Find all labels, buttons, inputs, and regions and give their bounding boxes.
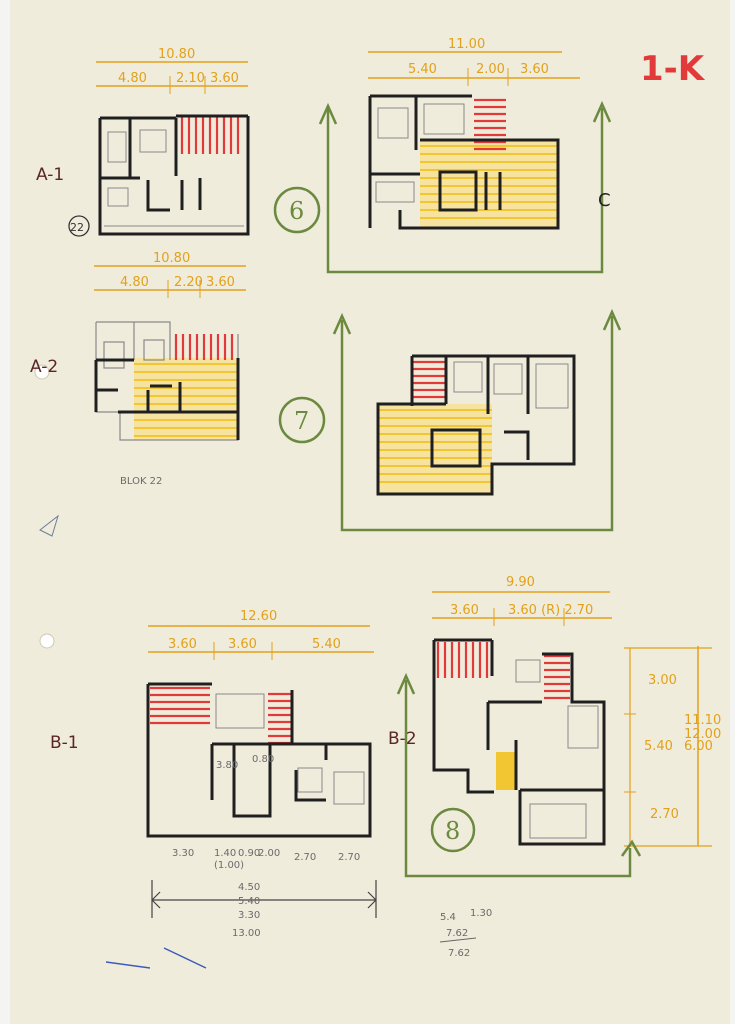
plan-b2-dim-total: 9.90 bbox=[506, 575, 535, 590]
plan-6-number: 6 bbox=[289, 197, 304, 225]
plan-6-arrow-frame bbox=[326, 108, 604, 274]
plan-b2-side-dim-1: 3.00 bbox=[648, 673, 677, 688]
plan-a1-dim-2: 2.10 bbox=[176, 71, 205, 86]
plan-b1-calc-1: 4.50 bbox=[238, 882, 260, 893]
plan-b2-yellow-strip bbox=[496, 752, 516, 790]
plan-b1-bottom-dim-4: 2.00 bbox=[258, 848, 280, 859]
note-calc-3: 7.62 bbox=[446, 928, 468, 939]
plan-b1-dim-1: 3.60 bbox=[168, 637, 197, 652]
plan-b2: B-2 9.90 3.60 3.60 (R) 2.70 3.00 5.40 2.… bbox=[388, 575, 721, 878]
plan-b1-bottom-dim-2: 1.40 bbox=[214, 848, 236, 859]
plan-b1-calc-3: 3.30 bbox=[238, 910, 260, 921]
plan-b1-dim-2: 3.60 bbox=[228, 637, 257, 652]
plan-b1-bottom-dim-6: 2.70 bbox=[338, 852, 360, 863]
plan-b1-bottom-dim-5: 2.70 bbox=[294, 852, 316, 863]
plan-a2-dim-1: 4.80 bbox=[120, 275, 149, 290]
plan-b2-side-alt2: 6.00 bbox=[684, 739, 713, 754]
note-calc-1: 5.4 bbox=[440, 912, 456, 923]
plan-a2-caption: BLOK 22 bbox=[120, 476, 162, 487]
plan-b1-bottom-sub: (1.00) bbox=[214, 860, 244, 871]
plan-b2-number: 8 bbox=[445, 817, 460, 845]
plan-b2-number-circle bbox=[430, 807, 476, 853]
plan-a1-badge: 22 bbox=[70, 221, 84, 234]
plan-a2-dim-total: 10.80 bbox=[153, 251, 190, 266]
loose-notes: 5.4 1.30 7.62 7.62 bbox=[39, 514, 492, 969]
plan-6-number-circle bbox=[273, 186, 321, 234]
plan-b2-arrow-frame bbox=[404, 680, 632, 878]
plan-a1-label: A-1 bbox=[36, 165, 64, 185]
plan-a1-badge-circle bbox=[68, 215, 90, 237]
plan-6-dim-2: 2.00 bbox=[476, 62, 505, 77]
plan-6: 11.00 5.40 2.00 3.60 6 C bbox=[273, 37, 612, 274]
note-calc-4: 7.62 bbox=[448, 948, 470, 959]
plan-b1-calc-2: 5.40 bbox=[238, 896, 260, 907]
plan-a1-dim-3: 3.60 bbox=[210, 71, 239, 86]
punch-hole bbox=[34, 364, 50, 380]
plan-a2-label: A-2 bbox=[30, 357, 58, 377]
plan-6-arrowheads bbox=[318, 100, 612, 125]
plan-b1-label: B-1 bbox=[50, 733, 79, 753]
plan-b2-side-alt: 12.00 bbox=[684, 727, 721, 742]
plan-a2-dim-3: 3.60 bbox=[206, 275, 235, 290]
plan-b1-calc-total: 13.00 bbox=[232, 928, 261, 939]
plan-7-arrowheads bbox=[332, 308, 622, 335]
plan-6-dim-3: 3.60 bbox=[520, 62, 549, 77]
ink-mark bbox=[39, 514, 59, 537]
punch-hole bbox=[39, 633, 55, 649]
plan-7-number-circle bbox=[278, 396, 326, 444]
plan-b2-dim-1: 3.60 bbox=[450, 603, 479, 618]
plan-b2-side-dim-2: 5.40 bbox=[644, 739, 673, 754]
plan-b2-arrowheads bbox=[396, 672, 642, 857]
plan-b1-bottom-dim-1: 3.30 bbox=[172, 848, 194, 859]
plan-b1-bottom-dim-3: 0.90 bbox=[238, 848, 260, 859]
plan-b1: B-1 12.60 3.60 3.60 5.40 3.80 0.80 3.30 … bbox=[50, 609, 377, 939]
plan-a1: A-1 22 10.80 4.80 2.10 3.60 bbox=[36, 47, 250, 237]
plan-a2-dim-2: 2.20 bbox=[174, 275, 203, 290]
plan-6-dim-total: 11.00 bbox=[448, 37, 485, 52]
note-calc-2: 1.30 bbox=[470, 908, 492, 919]
plan-7: 7 bbox=[278, 308, 622, 532]
plan-b1-overall-dimension bbox=[151, 880, 377, 918]
plan-b2-side-total: 11.10 bbox=[684, 713, 721, 728]
plan-6-dim-1: 5.40 bbox=[408, 62, 437, 77]
plan-b1-dim-3: 5.40 bbox=[312, 637, 341, 652]
plan-b1-room-note-1: 3.80 bbox=[216, 760, 238, 771]
plan-7-number: 7 bbox=[294, 407, 309, 435]
plan-b1-room-note-2: 0.80 bbox=[252, 754, 274, 765]
plan-a1-dim-1: 4.80 bbox=[118, 71, 147, 86]
pen-scribble bbox=[105, 947, 207, 969]
plan-b2-dim-2: 3.60 (R) 2.70 bbox=[508, 603, 593, 618]
plan-b1-dim-total: 12.60 bbox=[240, 609, 277, 624]
plan-6-letter: C bbox=[598, 190, 611, 211]
plan-a2: A-2 10.80 4.80 2.20 3.60 BLOK 22 bbox=[30, 251, 246, 487]
sheet-code: 1-K bbox=[640, 49, 706, 89]
plan-b2-label: B-2 bbox=[388, 729, 417, 749]
plan-b2-side-dim-3: 2.70 bbox=[650, 807, 679, 822]
plan-7-arrow-frame bbox=[340, 316, 614, 532]
plan-a1-dim-total: 10.80 bbox=[158, 47, 195, 62]
